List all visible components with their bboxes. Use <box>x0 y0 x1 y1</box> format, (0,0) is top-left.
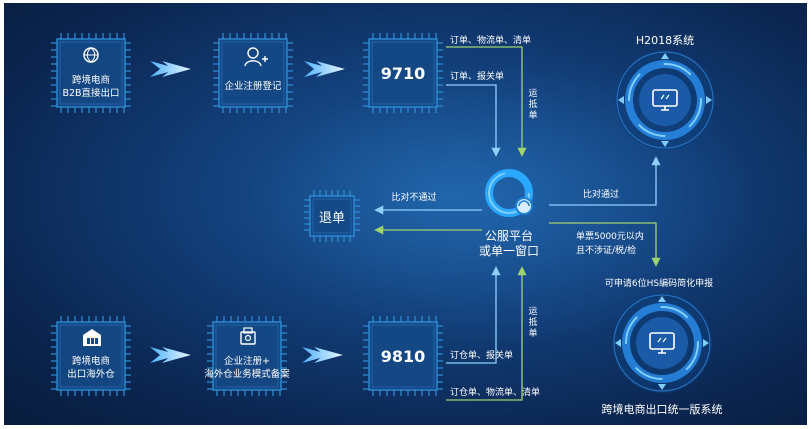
chevron-arrow-icon <box>302 347 343 363</box>
warehouse-icon <box>83 329 101 346</box>
globe-icon <box>83 47 99 63</box>
node-warehouse-line2: 出口海外仓 <box>67 368 115 380</box>
monitor-icon <box>652 89 678 111</box>
node-register2-line2: 海外仓业务模式备案 <box>204 368 290 380</box>
platform-logo-icon <box>485 169 533 217</box>
h2018-title: H2018系统 <box>636 34 694 47</box>
system-dial-h2018 <box>615 50 715 150</box>
edge-threshold <box>549 222 661 267</box>
edge-bottom-waybill-char1: 运 <box>528 306 537 317</box>
edge-compare-fail-label: 比对不通过 <box>391 191 436 203</box>
edge-top-waybill-char2: 抵 <box>528 98 537 110</box>
edge-bottom-order-logistics <box>446 266 527 401</box>
edge-top-order-logistics <box>446 46 527 157</box>
platform-line2: 或单一窗口 <box>479 244 539 258</box>
edge-top-waybill-char1: 运 <box>528 88 537 99</box>
chip-frame <box>51 33 131 113</box>
edge-bottom-order-customs <box>446 266 501 364</box>
monitor-icon <box>649 332 675 354</box>
edge-bottom-waybill-char2: 抵 <box>528 316 537 328</box>
node-reject: 退单 <box>304 190 360 242</box>
flow-diagram: 跨境电商 B2B直接出口 企业注册登记 9710 订单、物流单、清单 订单、报关… <box>51 33 764 416</box>
node-h2018: H2018系统 <box>615 34 715 150</box>
edge-bottom-waybill-char3: 单 <box>528 327 537 339</box>
chip-frame <box>363 33 443 113</box>
node-9710: 9710 <box>363 33 443 113</box>
edge-top-order-customs <box>446 84 501 157</box>
platform-line1: 公服平台 <box>485 228 533 243</box>
system-dial-unified <box>612 293 712 393</box>
edge-top-order-logistics-label: 订单、物流单、清单 <box>450 34 531 46</box>
edge-compare-pass-label: 比对通过 <box>583 188 619 200</box>
diagram-canvas: 跨境电商 B2B直接出口 企业注册登记 9710 订单、物流单、清单 订单、报关… <box>4 3 807 425</box>
unified-title: 跨境电商出口统一版系统 <box>602 402 723 416</box>
chip-frame <box>363 316 443 396</box>
node-register2-line1: 企业注册+ <box>224 355 270 367</box>
user-add-icon <box>244 47 268 67</box>
node-unified-system: 跨境电商出口统一版系统 <box>602 293 723 416</box>
chevron-arrow-icon <box>150 347 191 363</box>
node-9710-label: 9710 <box>381 64 426 83</box>
node-overseas-warehouse: 跨境电商 出口海外仓 <box>51 316 131 396</box>
edge-bottom-order-customs-label: 订仓单、报关单 <box>450 349 513 361</box>
node-warehouse-line1: 跨境电商 <box>72 355 110 367</box>
chevron-arrow-icon <box>150 61 191 77</box>
edge-compare-pass <box>549 156 661 206</box>
edge-threshold-line1: 单票5000元以内 <box>576 230 644 242</box>
chevron-arrow-icon <box>304 61 345 77</box>
node-9810: 9810 <box>363 316 443 396</box>
filing-icon <box>240 327 256 345</box>
hs-simplified-label: 可申请6位HS编码简化申报 <box>605 277 713 289</box>
node-b2b-line2: B2B直接出口 <box>62 87 119 99</box>
edge-threshold-line2: 且不涉证/税/检 <box>576 244 636 256</box>
node-register-filing: 企业注册+ 海外仓业务模式备案 <box>204 316 290 396</box>
chip-frame <box>213 33 293 113</box>
edge-top-waybill-char3: 单 <box>528 109 537 121</box>
node-public-platform: 公服平台 或单一窗口 <box>479 169 539 258</box>
chip-frame <box>207 316 287 396</box>
node-b2b-line1: 跨境电商 <box>72 74 110 86</box>
node-register-label: 企业注册登记 <box>224 80 282 92</box>
node-9810-label: 9810 <box>381 347 426 366</box>
edge-bottom-order-logistics-label: 订仓单、物流单、清单 <box>450 386 540 398</box>
node-enterprise-register: 企业注册登记 <box>213 33 293 113</box>
edge-top-order-customs-label: 订单、报关单 <box>450 70 504 82</box>
node-b2b-export: 跨境电商 B2B直接出口 <box>51 33 131 113</box>
chip-frame <box>304 190 360 242</box>
node-reject-label: 退单 <box>319 211 345 226</box>
